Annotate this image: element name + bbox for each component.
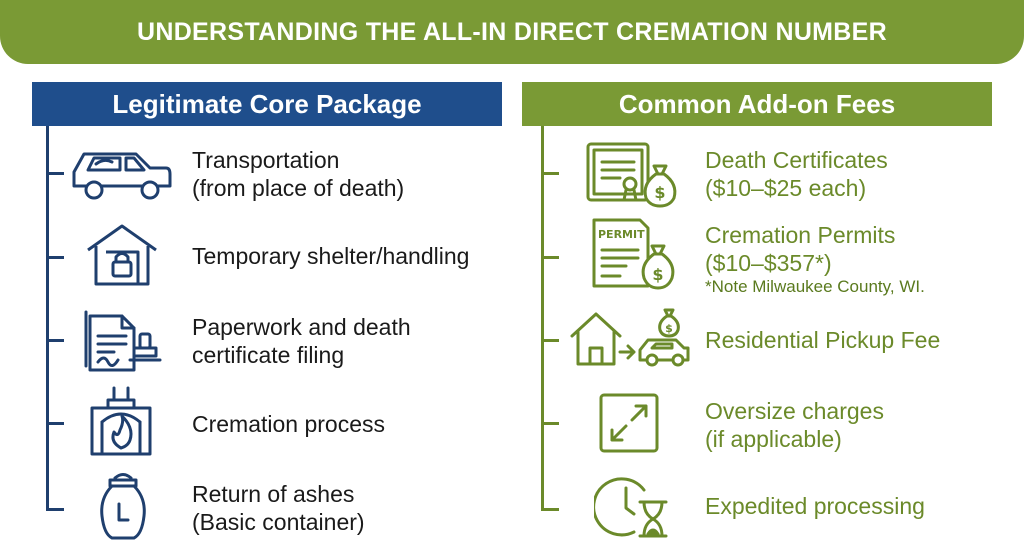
expand-arrows-icon bbox=[598, 392, 660, 454]
core-item-transportation: Transportation (from place of death) bbox=[192, 146, 404, 202]
core-item-shelter: Temporary shelter/handling bbox=[192, 242, 469, 270]
core-item-title: Temporary shelter/handling bbox=[192, 243, 470, 269]
core-item-paperwork: Paperwork and death certificate filing bbox=[192, 313, 411, 369]
core-package-timeline bbox=[46, 126, 49, 510]
core-tick bbox=[46, 256, 64, 259]
addon-item-note: *Note Milwaukee County, WI. bbox=[705, 277, 925, 296]
addon-tick bbox=[541, 339, 559, 342]
house-to-vehicle-icon: $ bbox=[568, 302, 696, 368]
addon-item-title: Expedited processing bbox=[705, 493, 925, 519]
core-package-header-label: Legitimate Core Package bbox=[112, 88, 422, 119]
clock-hourglass-icon bbox=[594, 474, 670, 540]
core-item-title: Transportation bbox=[192, 147, 340, 173]
svg-text:$: $ bbox=[652, 265, 663, 284]
addon-item-pickup: Residential Pickup Fee bbox=[705, 326, 940, 354]
addon-item-detail: ($10–$25 each) bbox=[705, 175, 867, 201]
core-item-title: Cremation process bbox=[192, 411, 386, 437]
addon-item-title: Residential Pickup Fee bbox=[705, 327, 941, 353]
urn-icon bbox=[98, 472, 148, 542]
core-item-cremation: Cremation process bbox=[192, 410, 385, 438]
core-tick bbox=[46, 172, 64, 175]
addon-tick bbox=[541, 256, 559, 259]
core-item-title: Return of ashes bbox=[192, 481, 355, 507]
hearse-icon bbox=[70, 146, 174, 204]
addon-item-title: Oversize charges bbox=[705, 398, 884, 424]
svg-text:$: $ bbox=[654, 183, 665, 202]
core-package-header: Legitimate Core Package bbox=[32, 82, 502, 126]
certificate-money-icon: $ bbox=[584, 140, 680, 210]
core-item-detail: (from place of death) bbox=[192, 175, 405, 201]
core-tick bbox=[46, 339, 64, 342]
svg-text:$: $ bbox=[665, 322, 673, 335]
addon-item-certificates: Death Certificates ($10–$25 each) bbox=[705, 146, 888, 202]
addon-fees-timeline bbox=[541, 126, 544, 510]
addon-tick bbox=[541, 422, 559, 425]
addon-item-detail: (if applicable) bbox=[705, 426, 842, 452]
cremation-furnace-icon bbox=[88, 386, 154, 458]
addon-item-title: Cremation Permits bbox=[705, 222, 896, 248]
locked-shelter-icon bbox=[84, 222, 160, 288]
core-item-ashes: Return of ashes (Basic container) bbox=[192, 480, 365, 536]
core-item-detail: certificate filing bbox=[192, 342, 345, 368]
addon-item-oversize: Oversize charges (if applicable) bbox=[705, 397, 884, 453]
permit-money-icon: PERMIT $ bbox=[590, 216, 680, 292]
banner-title: UNDERSTANDING THE ALL-IN DIRECT CREMATIO… bbox=[136, 17, 887, 46]
permit-label: PERMIT bbox=[598, 228, 645, 241]
core-item-detail: (Basic container) bbox=[192, 509, 365, 535]
addon-tick bbox=[541, 508, 559, 511]
addon-item-expedited: Expedited processing bbox=[705, 492, 925, 520]
addon-item-permits: Cremation Permits ($10–$357*) *Note Milw… bbox=[705, 221, 925, 297]
title-banner: UNDERSTANDING THE ALL-IN DIRECT CREMATIO… bbox=[0, 0, 1024, 64]
addon-fees-header: Common Add-on Fees bbox=[522, 82, 992, 126]
paperwork-stamp-icon bbox=[84, 306, 162, 374]
core-tick bbox=[46, 508, 64, 511]
addon-item-detail: ($10–$357*) bbox=[705, 250, 832, 276]
core-tick bbox=[46, 422, 64, 425]
core-item-title: Paperwork and death bbox=[192, 314, 411, 340]
addon-tick bbox=[541, 172, 559, 175]
addon-fees-header-label: Common Add-on Fees bbox=[618, 88, 896, 119]
addon-item-title: Death Certificates bbox=[705, 147, 888, 173]
